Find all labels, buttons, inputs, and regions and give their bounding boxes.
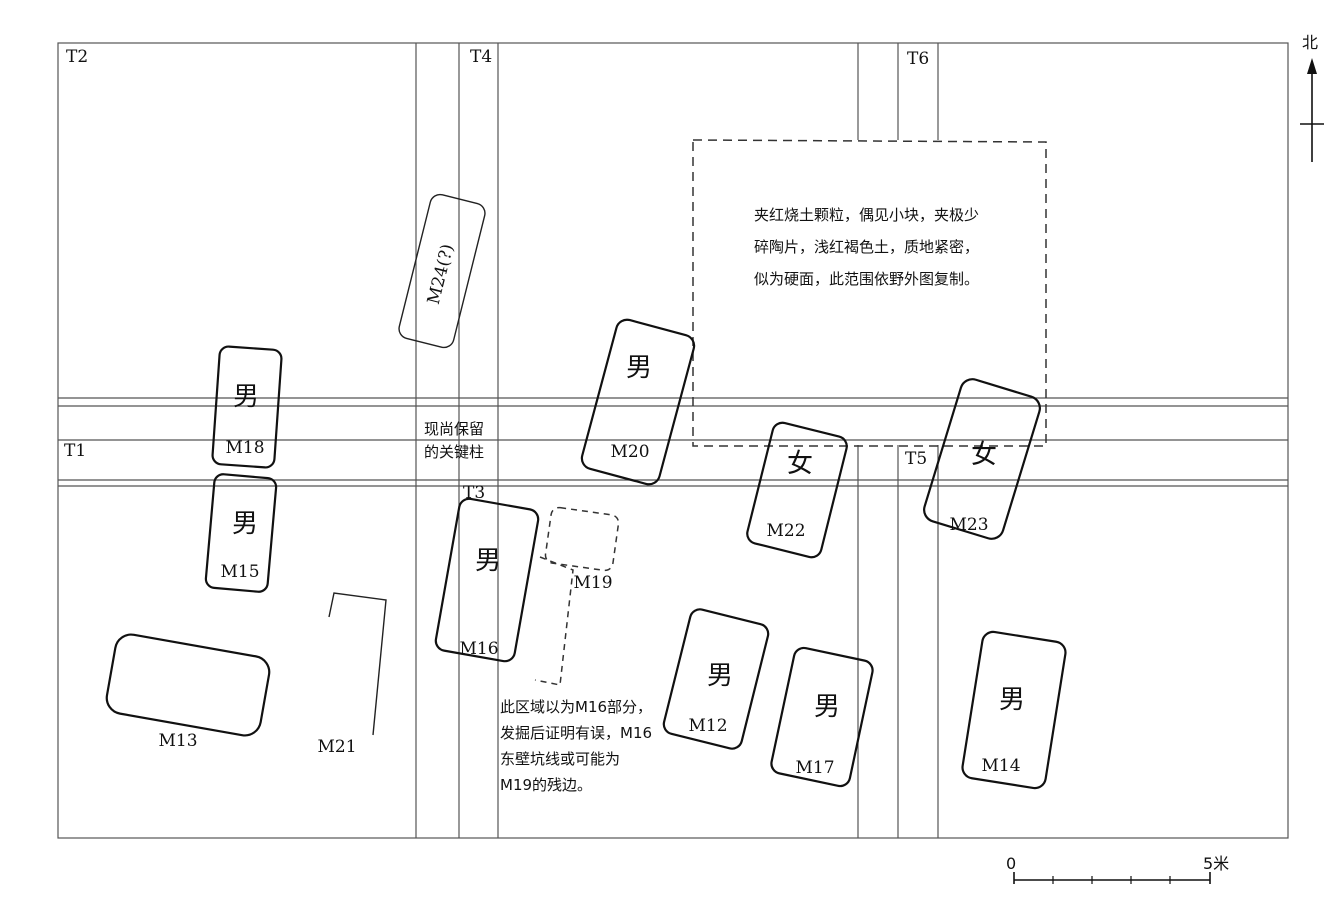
- grave-m24-label: M24(?): [424, 242, 458, 306]
- grave-m16-sex: 男: [475, 546, 501, 576]
- m16-note-line-4: M19的残边。: [500, 776, 592, 794]
- grave-m19-label: M19: [573, 573, 612, 593]
- grave-m14-outline: [961, 630, 1067, 790]
- north-arrow: 北: [1300, 33, 1324, 162]
- grave-m13-outline: [105, 633, 271, 737]
- unit-label-t1: T1: [64, 441, 86, 461]
- grave-m21-label: M21: [317, 737, 356, 757]
- scale-bar: 0 5米: [1006, 854, 1229, 884]
- grave-m14-sex: 男: [999, 685, 1025, 715]
- grave-m20-label: M20: [610, 442, 649, 462]
- grave-m22-sex: 女: [787, 449, 813, 479]
- grave-m16-label: M16: [459, 639, 498, 659]
- baulk-note-line-1: 现尚保留: [424, 420, 484, 438]
- m16-doubtful-area: [534, 556, 574, 686]
- grave-m20-outline: [580, 318, 696, 486]
- baulk-note-line-2: 的关键柱: [424, 443, 484, 461]
- hard-surface-note-line-2: 碎陶片，浅红褐色土，质地紧密，: [754, 238, 979, 256]
- m16-note-line-3: 东壁坑线或可能为: [500, 750, 620, 768]
- unit-label-t6: T6: [907, 49, 929, 69]
- grave-m22-outline: [746, 421, 848, 559]
- grave-m17-outline: [770, 646, 874, 788]
- grave-m21-outline: [328, 592, 387, 736]
- unit-label-t5: T5: [905, 449, 927, 469]
- grave-m20-sex: 男: [626, 353, 652, 383]
- m16-note-line-2: 发掘后证明有误，M16: [500, 724, 652, 742]
- unit-label-t2: T2: [66, 47, 88, 67]
- grave-m15-outline: [204, 473, 278, 593]
- unit-grid: [57, 42, 1289, 839]
- hard-surface-note-line-3: 似为硬面，此范围依野外图复制。: [754, 270, 979, 288]
- grave-m22-label: M22: [766, 521, 805, 541]
- grave-m24-outline: [398, 193, 486, 349]
- grave-m18-label: M18: [225, 438, 264, 458]
- north-arrow-head: [1307, 58, 1317, 74]
- grave-m12-sex: 男: [707, 661, 733, 691]
- grave-m12-label: M12: [688, 716, 727, 736]
- scale-zero-label: 0: [1006, 854, 1016, 873]
- grave-m15-label: M15: [220, 562, 259, 582]
- scale-end-label: 5米: [1203, 854, 1229, 873]
- grave-m14-label: M14: [981, 756, 1020, 776]
- grave-m23-outline: [923, 378, 1041, 540]
- grave-m18-outline: [211, 345, 283, 469]
- hard-surface-note-line-1: 夹红烧土颗粒，偶见小块，夹极少: [754, 206, 979, 224]
- grave-m17-label: M17: [795, 758, 834, 778]
- grave-m18-sex: 男: [233, 382, 259, 412]
- grave-m23-label: M23: [949, 515, 988, 535]
- grave-m13-label: M13: [158, 731, 197, 751]
- m16-note-line-1: 此区域以为M16部分，: [500, 698, 652, 716]
- grave-m16-outline: [434, 497, 540, 663]
- grave-m19-outline: [544, 506, 620, 572]
- north-label: 北: [1302, 33, 1318, 52]
- grave-m17-sex: 男: [814, 692, 840, 722]
- unit-label-t4: T4: [470, 47, 492, 67]
- hard-surface-area: [692, 139, 1047, 447]
- grave-m15-sex: 男: [232, 509, 258, 539]
- grave-m12-outline: [662, 608, 770, 750]
- grave-m23-sex: 女: [971, 440, 997, 470]
